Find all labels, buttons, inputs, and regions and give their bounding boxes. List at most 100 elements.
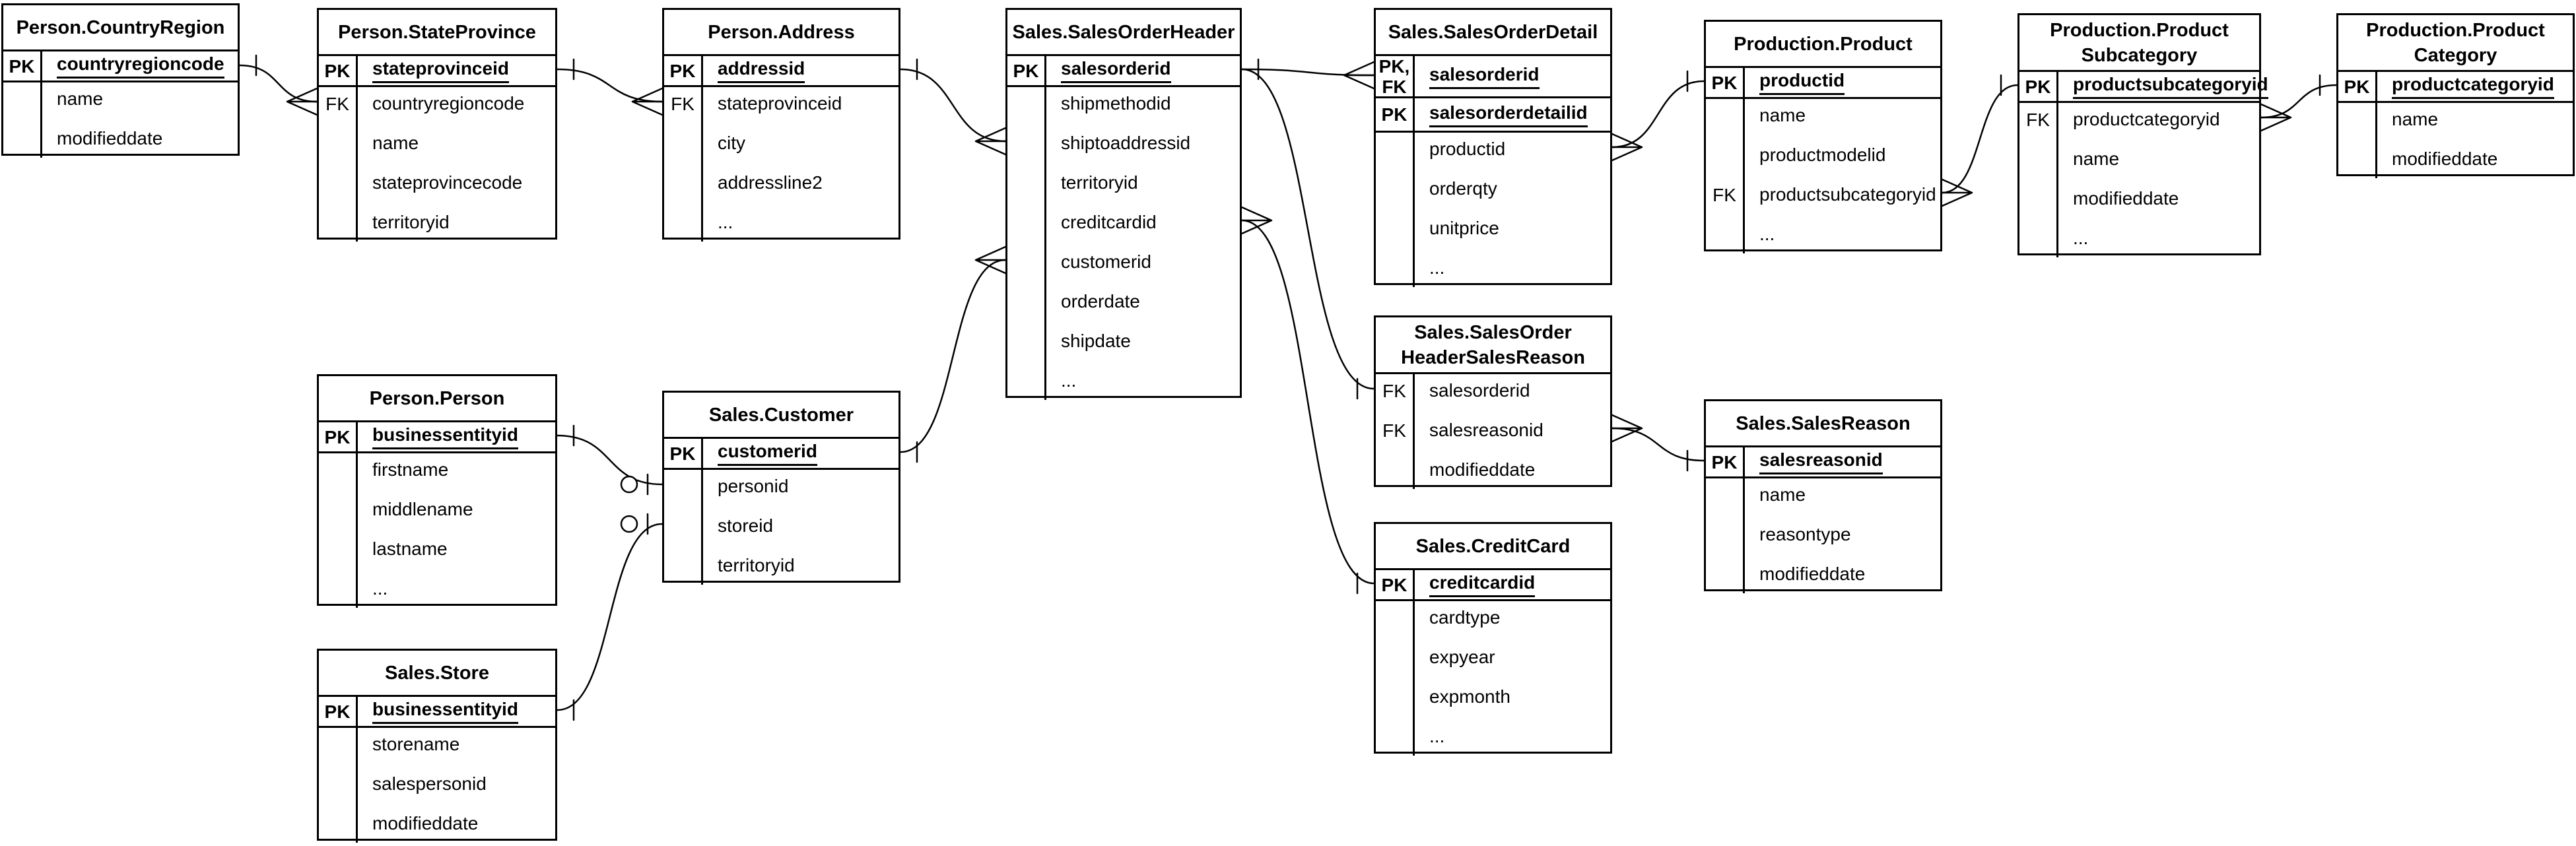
field-row-modifieddate: modifieddate	[319, 804, 555, 843]
relationship-person-address-addressid--sales-salesorderheader-shiptoaddressid	[900, 58, 1007, 156]
key-label-line: PK	[324, 60, 351, 81]
table-title-line: Sales.SalesOrderHeader	[1012, 21, 1235, 43]
field-name: salespersonid	[372, 773, 487, 794]
table-title-line: Sales.SalesOrder	[1414, 321, 1572, 343]
field-key-label: FK	[1382, 380, 1406, 401]
key-label: PK	[319, 61, 356, 81]
key-label-line: PK	[2344, 76, 2370, 97]
relationship-sales-salesorderheader-salesorderid--sales-salesorderheadersalesreason-salesorderid	[1241, 68, 1374, 400]
field-name: stateprovinceid	[718, 93, 842, 114]
field-name: businessentityid	[372, 699, 518, 724]
field-name: modifieddate	[1429, 459, 1536, 480]
field-name: territoryid	[1061, 172, 1138, 193]
field-row-modifieddate: modifieddate	[1706, 554, 1940, 594]
field-name: name	[2073, 148, 2120, 169]
column-divider	[1743, 68, 1745, 253]
field-key-label: FK	[2026, 109, 2050, 130]
field-key-label: FK	[1712, 184, 1736, 205]
field-name: customerid	[1061, 251, 1151, 272]
field-row-: ...	[1376, 717, 1610, 756]
field-name: name	[1759, 484, 1806, 505]
field-name: name	[1759, 105, 1806, 125]
field-name: addressid	[718, 58, 805, 83]
table-title-line: Person.CountryRegion	[16, 16, 225, 38]
key-label: PK	[1376, 104, 1413, 125]
table-title-line: Sales.Store	[385, 662, 489, 684]
table-title: Person.Person	[319, 376, 555, 422]
field-row-unitprice: unitprice	[1376, 209, 1610, 248]
field-name: cardtype	[1429, 607, 1501, 628]
field-name: salesreasonid	[1759, 449, 1883, 474]
field-name: salesorderid	[1429, 64, 1540, 89]
table-body: storename salespersonid modifieddate	[319, 728, 555, 843]
field-name: ...	[372, 578, 388, 599]
field-row-middlename: middlename	[319, 490, 555, 529]
key-label-line: PK	[1711, 451, 1738, 472]
column-divider	[356, 697, 358, 843]
field-name: productcategoryid	[2073, 109, 2220, 129]
key-label: PK	[664, 443, 701, 464]
field-row-cardtype: cardtype	[1376, 598, 1610, 637]
field-row-: ...	[2019, 218, 2259, 258]
field-row-: ...	[1706, 214, 1940, 254]
column-divider	[2375, 72, 2377, 178]
field-name: ...	[2073, 228, 2089, 248]
field-row-shipdate: shipdate	[1007, 321, 1240, 361]
column-divider	[2056, 72, 2058, 257]
relationship-sales-salesorderheader-salesorderid--sales-salesorderdetail-salesorderid	[1241, 58, 1375, 90]
field-name: shiptoaddressid	[1061, 133, 1191, 153]
field-row-orderdate: orderdate	[1007, 282, 1240, 321]
field-row-productmodelid: productmodelid	[1706, 135, 1940, 175]
field-row-: ...	[1376, 248, 1610, 288]
key-label: PK,FK	[1376, 56, 1413, 97]
table-title-line: Person.Address	[708, 21, 855, 43]
key-label: PK	[319, 701, 356, 722]
field-row-name: name	[3, 79, 238, 119]
field-name: productsubcategoryid	[2073, 74, 2268, 99]
field-name: storeid	[718, 515, 774, 536]
field-row-storeid: storeid	[664, 506, 898, 546]
table-title-line: Sales.CreditCard	[1415, 535, 1571, 557]
table-title-line: Production.Product	[1734, 33, 1913, 55]
field-name: middlename	[372, 499, 473, 519]
field-name: countryregioncode	[372, 93, 525, 114]
field-row-productid: productid	[1376, 129, 1610, 169]
field-name: salesorderid	[1429, 380, 1530, 401]
key-label-line: PK	[669, 60, 696, 81]
field-row-storename: storename	[319, 725, 555, 764]
field-name: stateprovincecode	[372, 172, 523, 193]
field-row-stateprovincecode: stateprovincecode	[319, 163, 555, 203]
field-row-shipmethodid: shipmethodid	[1007, 84, 1240, 123]
field-name: productid	[1759, 70, 1845, 95]
key-label-line: PK	[669, 443, 696, 464]
column-divider	[701, 56, 703, 242]
field-row-lastname: lastname	[319, 529, 555, 569]
field-row-salesorderid: FK salesorderid	[1376, 371, 1610, 410]
relationship-sales-salesorderheader-creditcardid--sales-creditcard-creditcardid	[1240, 206, 1374, 595]
field-name: productsubcategoryid	[1759, 184, 1936, 205]
field-row-firstname: firstname	[319, 450, 555, 490]
key-row-salesreasonid: PK salesreasonid	[1706, 447, 1940, 478]
key-label-line: PK	[1381, 574, 1407, 595]
